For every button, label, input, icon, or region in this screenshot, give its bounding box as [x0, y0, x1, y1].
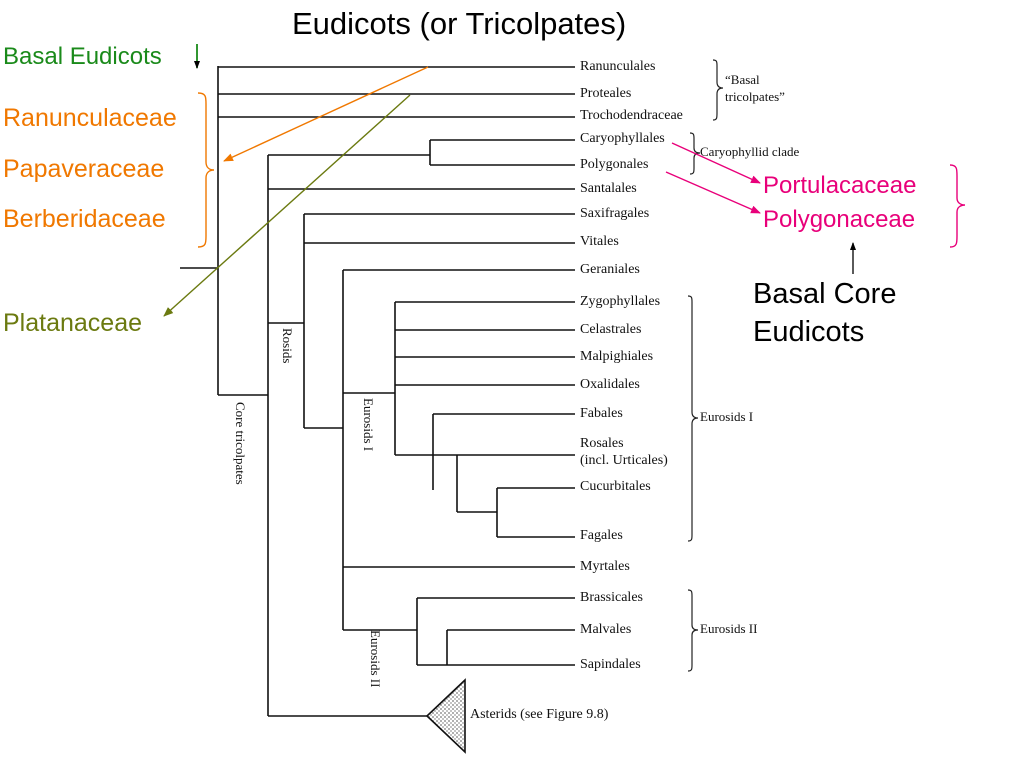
magenta-arrow-polygonales [665, 171, 761, 214]
group-label-basal-tricolpates: “Basal [725, 72, 760, 87]
basal-eudicots-label: Basal Eudicots [3, 43, 162, 70]
taxon-label: Vitales [580, 234, 619, 249]
slide-title: Eudicots (or Tricolpates) [292, 6, 627, 41]
group-label-eurosids-2: Eurosids II [700, 621, 758, 636]
portulacaceae-brace [949, 164, 966, 248]
group-brackets [687, 59, 724, 672]
clade-label-rosids: Rosids [280, 328, 295, 364]
taxon-label: Caryophyllales [580, 131, 665, 146]
berberidaceae-label: Berberidaceae [3, 205, 166, 233]
ranunculaceae-label: Ranunculaceae [3, 104, 177, 132]
taxon-label: Cucurbitales [580, 479, 651, 494]
clade-label-eurosids-2: Eurosids II [368, 630, 383, 688]
taxon-label: Ranunculales [580, 59, 656, 74]
basal-core-label-line2: Eudicots [753, 316, 865, 348]
taxon-label: Oxalidales [580, 377, 640, 392]
taxon-label: Santalales [580, 181, 637, 196]
taxon-label: Fagales [580, 528, 623, 543]
portulacaceae-label: Portulacaceae [763, 172, 917, 199]
taxon-label: Zygophyllales [580, 294, 661, 309]
taxon-label: Trochodendraceae [580, 108, 683, 123]
group-label-caryophyllid: Caryophyllid clade [700, 144, 800, 159]
taxon-label: Geraniales [580, 262, 640, 277]
clade-label-eurosids-1: Eurosids I [361, 398, 376, 452]
orange-arrow [223, 66, 429, 162]
taxon-label: Proteales [580, 86, 632, 101]
papaveraceae-label: Papaveraceae [3, 155, 165, 183]
taxon-label: Saxifragales [580, 206, 650, 221]
tree-branches [180, 66, 575, 717]
group-label-eurosids-1: Eurosids I [700, 409, 754, 424]
group-label-basal-tricolpates: tricolpates” [725, 89, 785, 104]
platanaceae-label: Platanaceae [3, 309, 143, 337]
clade-label-core-tricolpates: Core tricolpates [233, 402, 248, 485]
asterids-triangle [425, 678, 466, 754]
polygonaceae-label: Polygonaceae [763, 206, 916, 233]
taxon-label: Malvales [580, 622, 632, 637]
taxon-label: Myrtales [580, 559, 630, 574]
taxon-label: Asterids (see Figure 9.8) [470, 707, 609, 722]
ranunculaceae-brace [197, 92, 215, 248]
olive-arrow [163, 94, 411, 317]
taxon-label: Polygonales [580, 157, 649, 172]
taxon-label: Celastrales [580, 322, 642, 337]
taxon-label: Brassicales [580, 590, 643, 605]
taxon-label: Malpighiales [580, 349, 654, 364]
taxon-label: (incl. Urticales) [580, 453, 668, 468]
taxon-label: Sapindales [580, 657, 641, 672]
taxon-label: Rosales [580, 436, 624, 451]
taxon-label: Fabales [580, 406, 623, 421]
magenta-arrow-caryophyllales [671, 142, 761, 184]
basal-core-label-line1: Basal Core [753, 278, 897, 310]
